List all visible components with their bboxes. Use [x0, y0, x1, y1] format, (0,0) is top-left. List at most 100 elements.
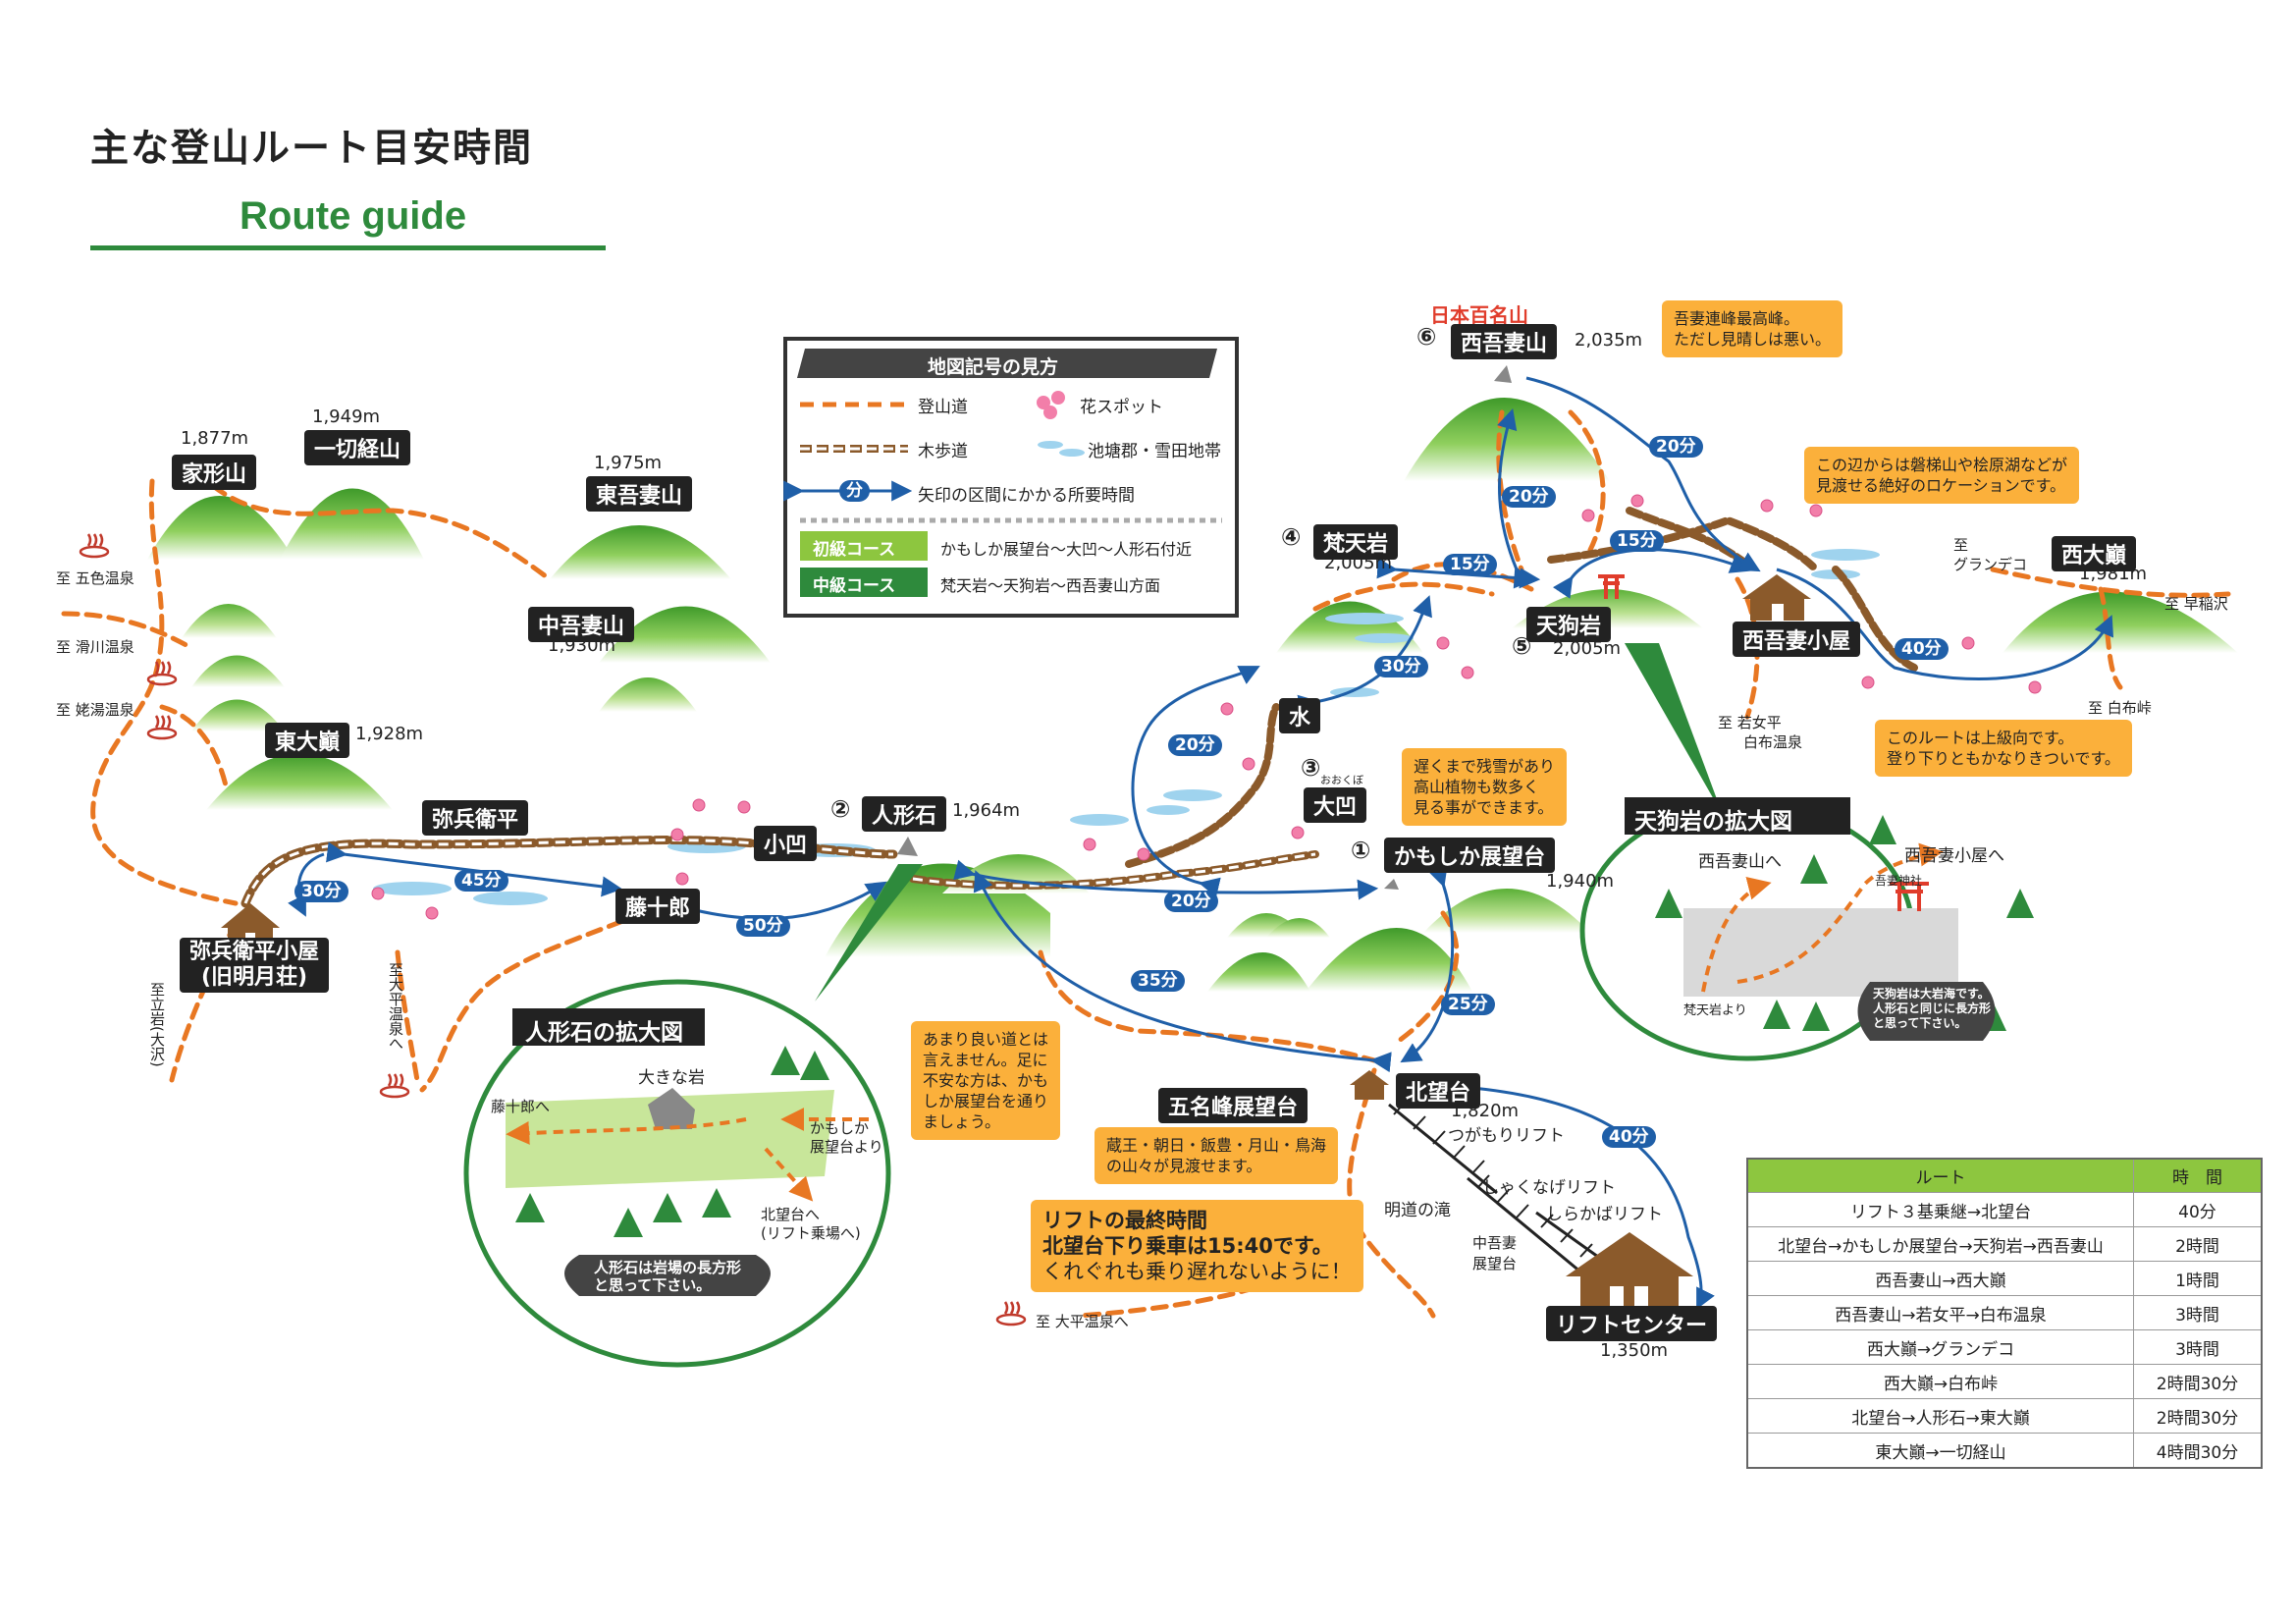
tengu-pointer	[1625, 643, 1723, 815]
callout-bad-4: しか展望台を通り	[923, 1092, 1049, 1110]
elev-iemyougatayama: 1,877m	[181, 428, 249, 449]
mountain-small-1	[599, 677, 697, 712]
time-cell: 3時間	[2133, 1329, 2263, 1365]
callout-peaks-1: 蔵王・朝日・飯豊・月山・鳥海	[1106, 1136, 1327, 1155]
label-ningyouishi: 人形石	[862, 796, 947, 832]
callout-snow: 遅くまで残雪があり 高山植物も数多く 見る事ができます。	[1402, 748, 1568, 826]
legend-trail: 登山道	[918, 398, 968, 417]
time-badge-20b: 20分	[1168, 734, 1222, 756]
label-iemyougatayama: 家形山	[172, 455, 257, 490]
elev-higashidaiten: 1,928m	[355, 724, 424, 744]
inset-ningyo-from-kamo: かもしか 展望台より	[810, 1119, 883, 1157]
time-badge-50: 50分	[736, 915, 790, 937]
inset-tengu-note-1: 天狗岩は大岩海です。	[1873, 987, 1990, 1001]
mountain-bonten	[1276, 601, 1423, 653]
time-cell: 2時間30分	[2133, 1398, 2263, 1434]
label-shakunage: しゃくなげリフト	[1482, 1178, 1616, 1198]
callout-lift-2: 北望台下り乗車は15:40です。	[1042, 1234, 1333, 1258]
dest-grandeco-1: 至	[1953, 536, 1969, 554]
label-issaikyouzan: 一切経山	[304, 430, 411, 465]
label-kamoshika: かもしか展望台	[1384, 838, 1556, 873]
elev-lift-center: 1,350m	[1600, 1340, 1669, 1361]
inset-ningyo-note-1: 人形石は岩場の長方形	[594, 1259, 742, 1276]
rock-ningyouishi-icon	[897, 837, 918, 856]
time-badge-20d: 20分	[1649, 436, 1703, 458]
time-badge-20a: 20分	[1164, 891, 1218, 912]
dest-wakamedaira-1: 至 若女平	[1718, 714, 1782, 731]
label-tsugamori: つがもりリフト	[1448, 1126, 1565, 1146]
label-kitabodai: 北望台	[1396, 1073, 1481, 1109]
inset-ningyo-trees	[515, 1046, 829, 1237]
inset-tengu-to-hut: 西吾妻小屋へ	[1904, 846, 2004, 866]
callout-peaks-2: の山々が見渡せます。	[1106, 1157, 1262, 1175]
mountain-kamoshika	[1306, 928, 1472, 992]
num-ningyouishi: ②	[830, 795, 851, 823]
naka-line1: 中吾妻	[1472, 1234, 1518, 1252]
elev-kamoshika: 1,940m	[1546, 871, 1615, 892]
callout-lift-1: リフトの最終時間	[1042, 1209, 1207, 1232]
inset-tengu	[1579, 797, 2034, 1061]
callout-bad-1: あまり良い道とは	[923, 1030, 1049, 1049]
callout-saikou-1: 吾妻連峰最高峰。	[1674, 309, 1800, 328]
legend-intermediate-desc: 梵天岩〜天狗岩〜西吾妻山方面	[940, 576, 1161, 595]
callout-snow-2: 高山植物も数多く	[1414, 778, 1540, 796]
mountain-left-stack-2	[191, 655, 285, 687]
elev-higashiazumayama: 1,975m	[594, 453, 663, 473]
dest-wakamedaira: 至 若女平 白布温泉	[1718, 713, 1802, 752]
dest-grandeco: 至 グランデコ	[1953, 535, 2027, 574]
route-table-header-time: 時 間	[2133, 1158, 2263, 1193]
page-title: 主な登山ルート目安時間	[90, 127, 534, 171]
route-table-header: ルート 時 間	[1746, 1158, 2263, 1193]
elev-nakaazumayama: 1,930m	[548, 635, 616, 656]
label-bonten: 梵天岩	[1313, 524, 1399, 560]
route-cell: 西吾妻山→若女平→白布温泉	[1746, 1295, 2134, 1330]
mountain-nakaazumayama	[599, 606, 771, 663]
inset-ningyo-rock-label: 大きな岩	[638, 1068, 705, 1088]
route-cell: 西大巓→グランデコ	[1746, 1329, 2134, 1365]
dest-ubayu: 至 姥湯温泉	[56, 701, 134, 719]
onsen-goshiki-icon	[79, 533, 110, 559]
onsen-icons	[79, 533, 1027, 1326]
mountain-left-stack-1	[182, 604, 277, 638]
callout-bad-2: 言えません。足に	[923, 1051, 1048, 1069]
torii-tengu-icon	[1598, 574, 1625, 599]
callout-hard: このルートは上級向です。 登り下りともかなりきついです。	[1875, 720, 2132, 777]
mountain-kamoshika-2	[1207, 952, 1310, 992]
onsen-oodaira-v-icon	[379, 1073, 410, 1099]
time-badge-40a: 40分	[1895, 638, 1949, 660]
time-badge-40b: 40分	[1602, 1126, 1656, 1148]
callout-view-2: 見渡せる絶好のロケーションです。	[1816, 476, 2066, 495]
num-nishiazumayama: ⑥	[1416, 323, 1437, 351]
elev-issaikyouzan: 1,949m	[312, 406, 381, 427]
mountain-higashiazumayama	[550, 525, 731, 579]
rock-kamoshika-icon	[1384, 879, 1399, 890]
route-table-header-route: ルート	[1746, 1158, 2134, 1193]
badge-hyakumeizan: 日本百名山	[1430, 303, 1528, 327]
label-kobo: 小凹	[754, 826, 818, 861]
mountain-kamoshika-5	[1423, 889, 1590, 933]
callout-bad-3: 不安な方は、かも	[923, 1071, 1049, 1090]
label-lift-center: リフトセンター	[1546, 1306, 1718, 1341]
legend-pond: 池塘郡・雪田地帯	[1088, 442, 1221, 461]
callout-snow-3: 見る事ができます。	[1414, 798, 1554, 817]
rock-icons	[897, 365, 1512, 890]
ruby-ookubo: おおくぼ	[1320, 774, 1363, 786]
hut-hyoe-line1: 弥兵衛平小屋	[189, 940, 320, 964]
rock-nishiazuma-icon	[1494, 365, 1512, 383]
time-cell: 1時間	[2133, 1261, 2263, 1296]
legend-title: 地図記号の見方	[928, 356, 1059, 378]
inset-ningyo-to-kita: 北望台へ (リフト乗場へ)	[761, 1206, 861, 1243]
elev-nishidaiten: 1,981m	[2079, 564, 2148, 584]
time-badge-15a: 15分	[1443, 554, 1497, 575]
dest-grandeco-2: グランデコ	[1953, 556, 2028, 573]
mountain-iemyougatayama	[147, 496, 294, 560]
callout-peaks: 蔵王・朝日・飯豊・月山・鳥海 の山々が見渡せます。	[1095, 1127, 1339, 1184]
route-cell: 西吾妻山→西大巓	[1746, 1261, 2134, 1296]
inset-tengu-note: 天狗岩は大岩海です。 人形石と同じに長方形 と思って下さい。	[1873, 987, 1991, 1031]
callout-bad-road: あまり良い道とは 言えません。足に 不安な方は、かも しか展望台を通り ましょう…	[911, 1021, 1061, 1140]
inset-tengu-from-bonten: 梵天岩より	[1683, 1003, 1747, 1018]
